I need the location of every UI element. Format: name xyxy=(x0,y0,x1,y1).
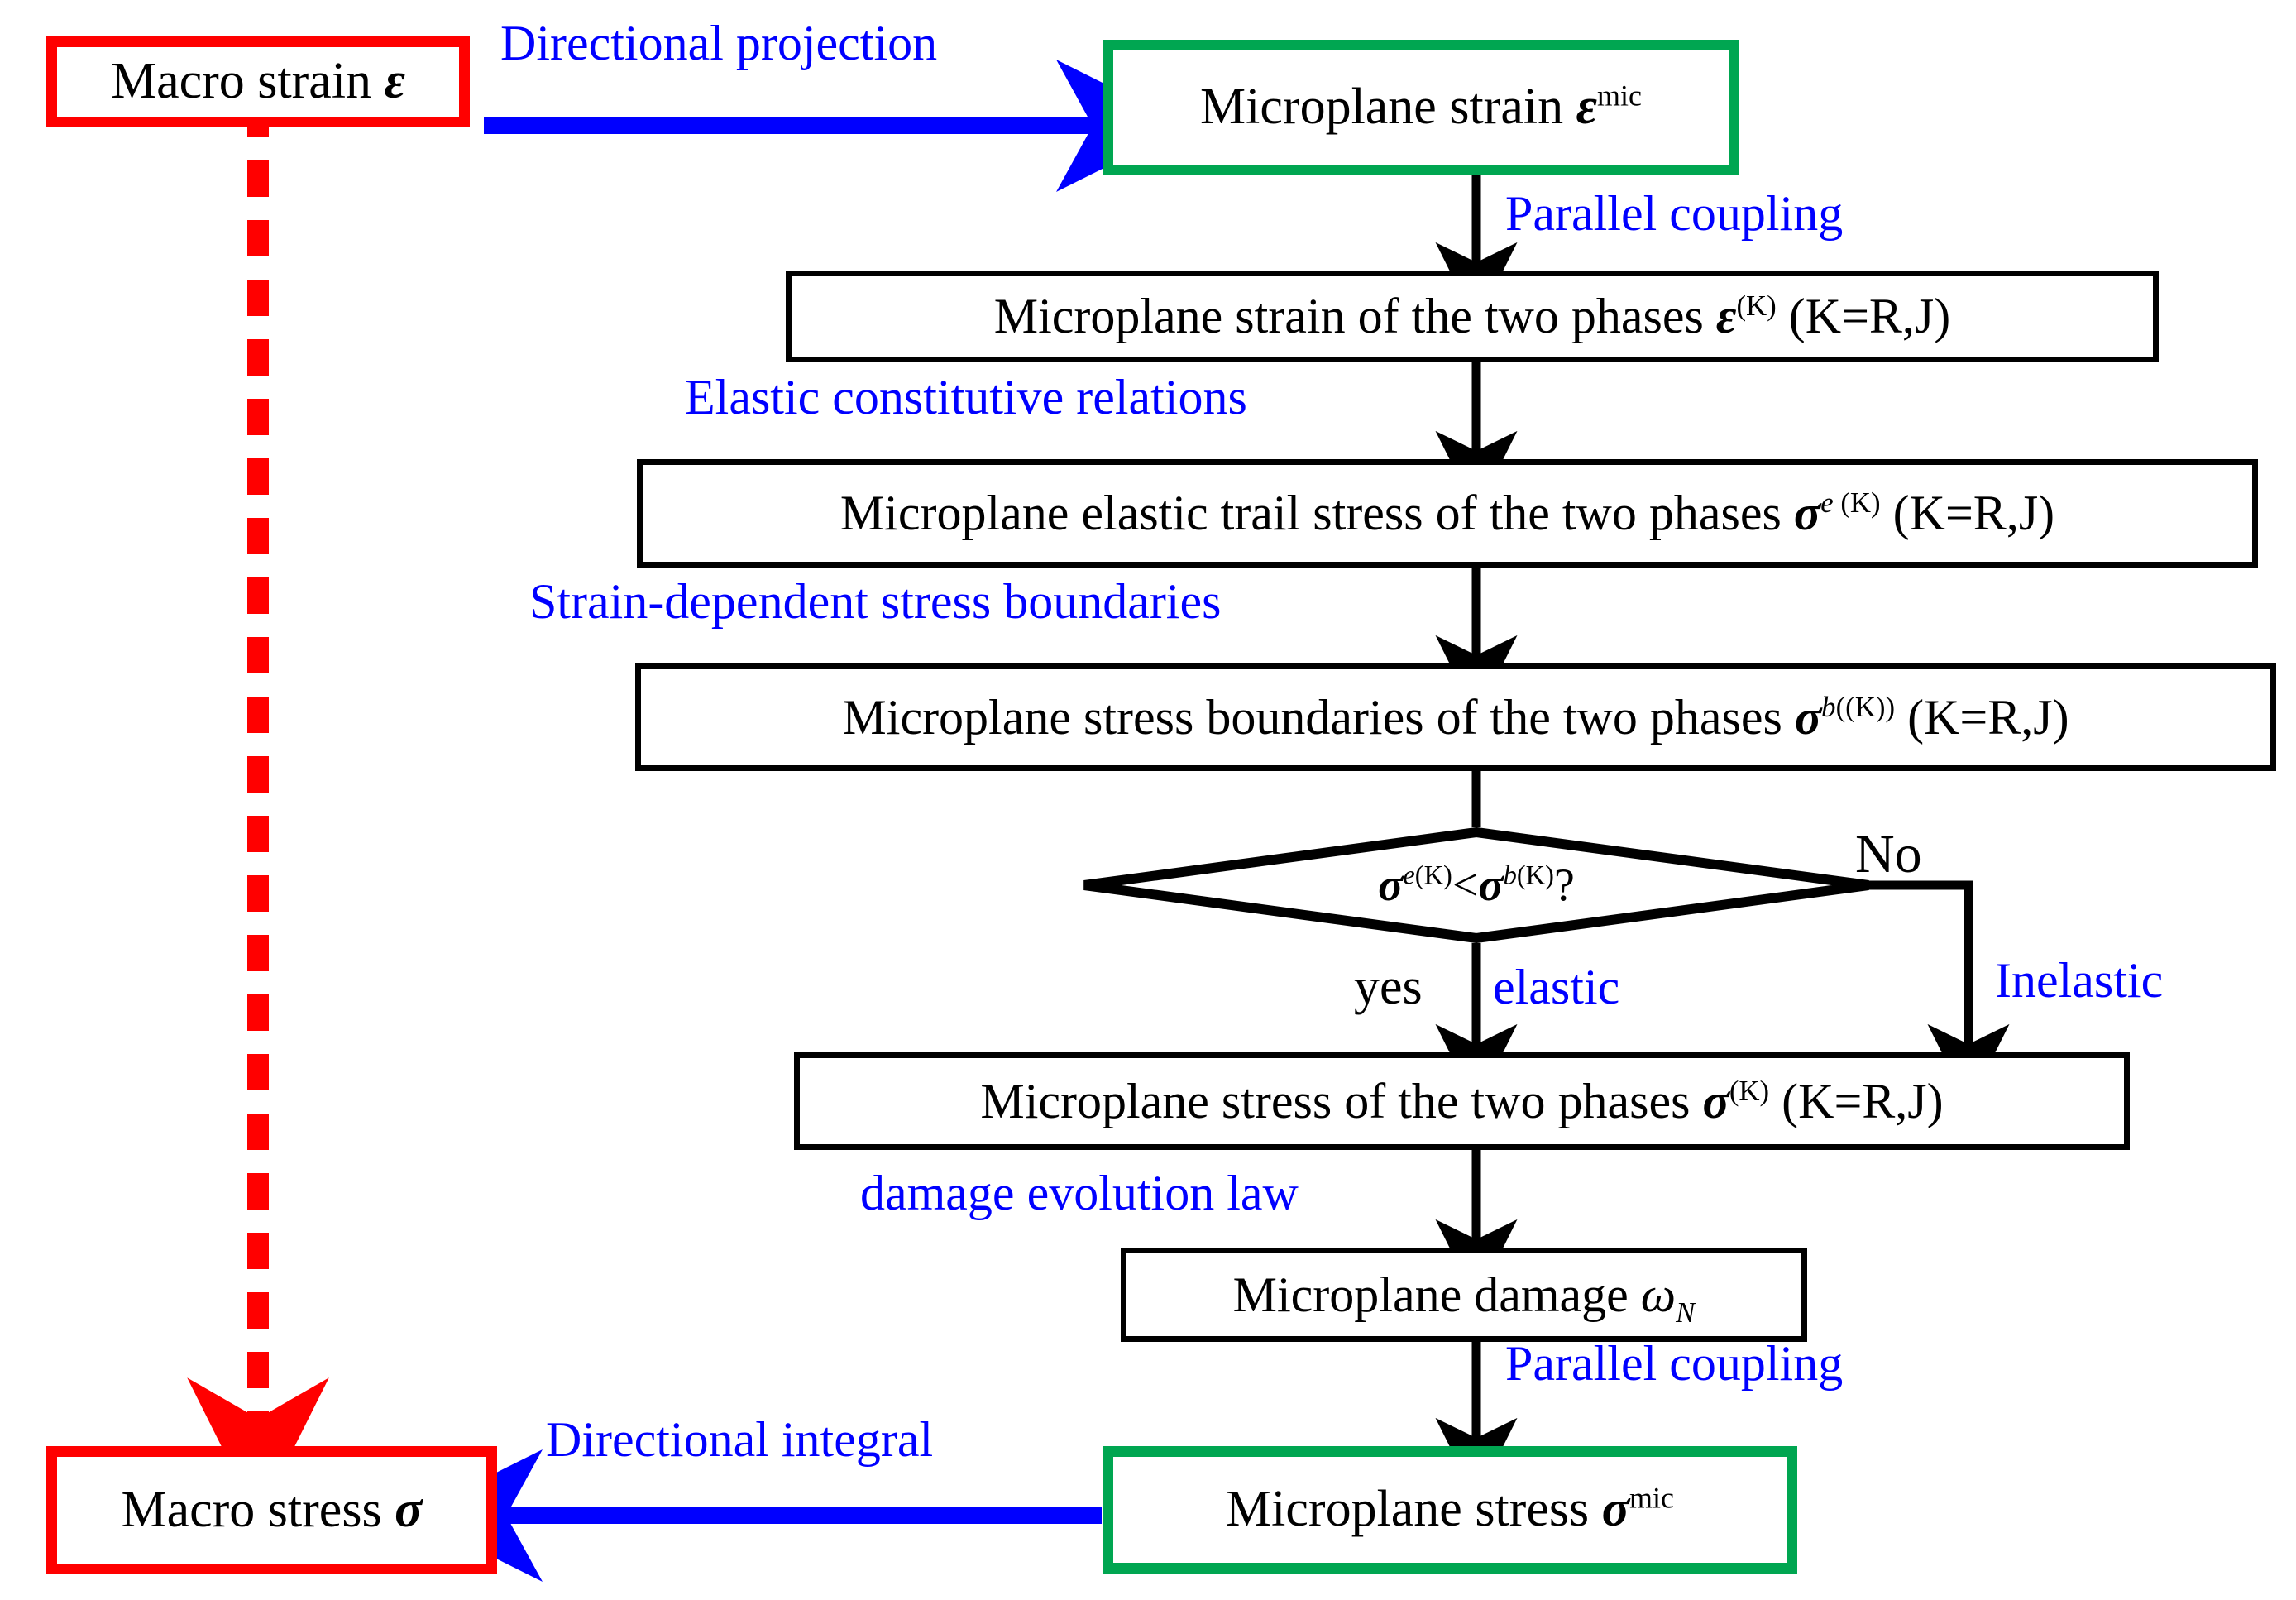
node-decision[interactable]: σe(K)<σb(K)? xyxy=(1079,827,1873,943)
node-microplane-stress-boundaries[interactable]: Microplane stress boundaries of the two … xyxy=(635,663,2276,771)
label-no: No xyxy=(1855,824,1922,884)
label-elastic: elastic xyxy=(1493,960,1620,1014)
node-macro-strain-label: Macro strain ε xyxy=(111,53,405,110)
node-microplane-stress-two-phases-label: Microplane stress of the two phases σ(K)… xyxy=(980,1073,1944,1128)
node-microplane-elastic-trail-stress-label: Microplane elastic trail stress of the t… xyxy=(839,486,2055,540)
node-microplane-stress[interactable]: Microplane stress σmic xyxy=(1103,1446,1797,1574)
node-microplane-stress-two-phases[interactable]: Microplane stress of the two phases σ(K)… xyxy=(794,1052,2130,1150)
node-microplane-elastic-trail-stress[interactable]: Microplane elastic trail stress of the t… xyxy=(637,459,2258,568)
label-parallel-coupling-bottom: Parallel coupling xyxy=(1505,1336,1844,1391)
node-microplane-stress-label: Microplane stress σmic xyxy=(1226,1481,1674,1538)
decision-diamond-shape xyxy=(1083,827,1869,943)
node-microplane-damage-label: Microplane damage ωN xyxy=(1232,1267,1696,1329)
label-inelastic: Inelastic xyxy=(1995,953,2164,1008)
label-yes: yes xyxy=(1354,959,1423,1015)
node-microplane-strain[interactable]: Microplane strain εmic xyxy=(1103,40,1739,175)
node-macro-strain[interactable]: Macro strain ε xyxy=(46,36,470,127)
node-microplane-strain-label: Microplane strain εmic xyxy=(1200,79,1642,136)
label-parallel-coupling-top: Parallel coupling xyxy=(1505,186,1844,241)
label-directional-integral: Directional integral xyxy=(546,1412,934,1467)
node-macro-stress-label: Macro stress σ xyxy=(121,1481,423,1538)
label-strain-dependent-stress-boundaries: Strain-dependent stress boundaries xyxy=(529,574,1222,629)
node-microplane-strain-two-phases-label: Microplane strain of the two phases ε(K)… xyxy=(993,289,1951,343)
node-microplane-stress-boundaries-label: Microplane stress boundaries of the two … xyxy=(842,689,2069,745)
node-microplane-strain-two-phases[interactable]: Microplane strain of the two phases ε(K)… xyxy=(786,271,2159,362)
node-decision-label: σe(K)<σb(K)? xyxy=(1378,860,1575,911)
node-microplane-damage[interactable]: Microplane damage ωN xyxy=(1121,1248,1807,1342)
label-directional-projection: Directional projection xyxy=(500,16,938,70)
label-damage-evolution-law: damage evolution law xyxy=(860,1166,1299,1220)
node-macro-stress[interactable]: Macro stress σ xyxy=(46,1446,497,1574)
label-elastic-constitutive-relations: Elastic constitutive relations xyxy=(685,370,1247,424)
